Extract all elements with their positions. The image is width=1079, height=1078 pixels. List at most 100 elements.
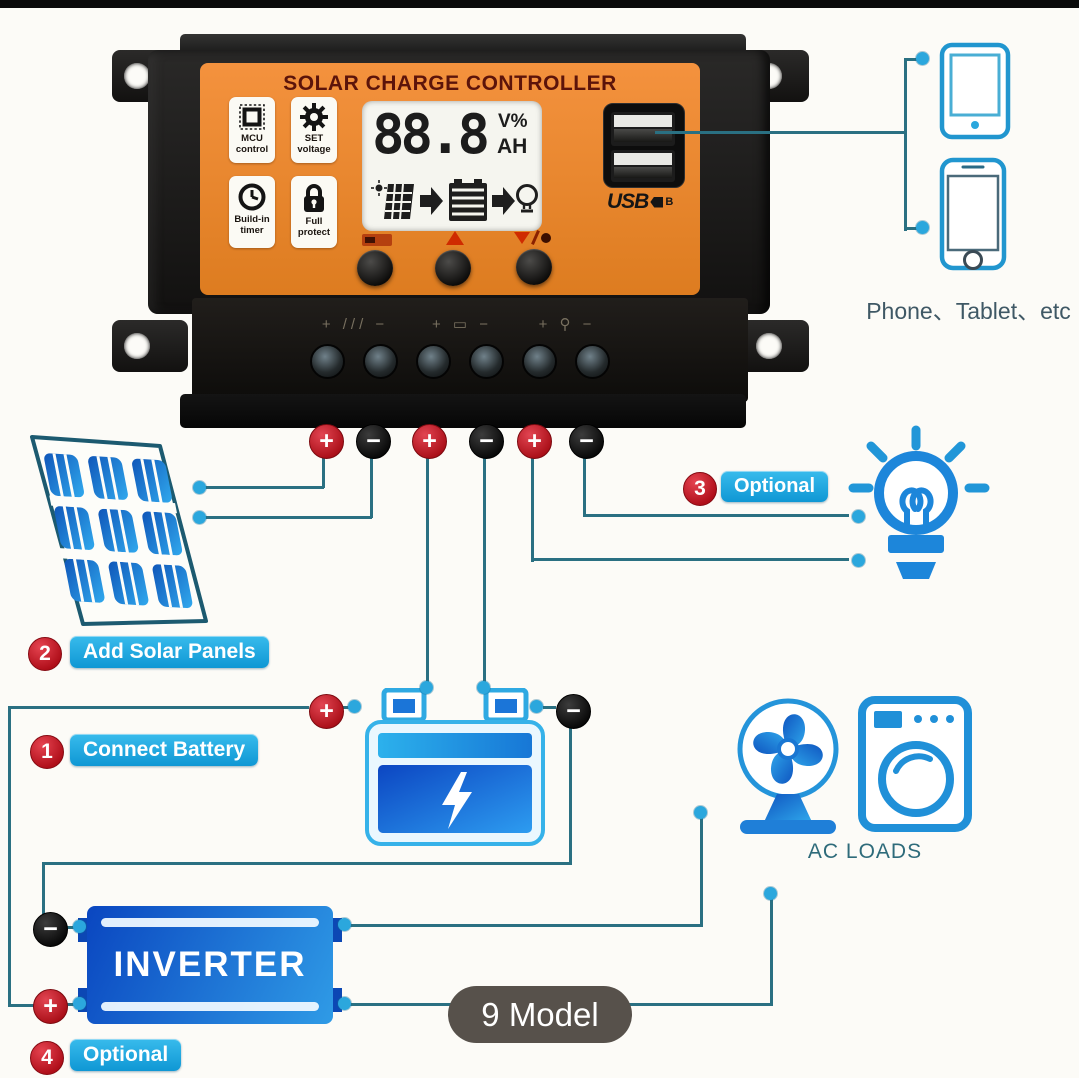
wire-solar-positive — [322, 457, 325, 488]
lcd-unit-top: V% — [498, 111, 528, 132]
marking-battery: + ▭ − — [431, 316, 493, 333]
node-dot — [73, 997, 86, 1010]
battery-cable-negative: − — [556, 694, 591, 729]
step-number-4: 4 — [30, 1041, 64, 1075]
screw-terminal[interactable] — [522, 344, 557, 379]
wire-inverter-ac-output — [339, 924, 703, 927]
node-dot — [530, 700, 543, 713]
inverter-tab — [332, 988, 342, 1012]
down-switch-indicator-icon — [514, 230, 554, 246]
arrow-right-icon — [420, 187, 443, 215]
usb-logo-suffix: B — [665, 196, 674, 208]
wire-battery-negative — [483, 457, 486, 687]
wire-battery-positive — [426, 457, 429, 687]
step-label-text: Add Solar Panels — [83, 640, 256, 663]
inverter-negative-terminal: − — [33, 912, 68, 947]
terminal-solar-positive: + — [309, 424, 344, 459]
screw-terminal[interactable] — [469, 344, 504, 379]
minus-sign: − — [566, 697, 581, 725]
screw-terminal[interactable] — [363, 344, 398, 379]
up-indicator-icon — [446, 231, 464, 245]
model-badge: 9 Model — [448, 986, 632, 1043]
minus-sign: − — [366, 427, 381, 455]
step-label-text: Optional — [734, 475, 816, 497]
terminal-battery-positive: + — [412, 424, 447, 459]
wire-battery-to-inverter-positive — [8, 706, 11, 1007]
marking-solar: + /// − — [321, 316, 389, 333]
lcd-display: 88.8 V% AH — [362, 101, 542, 231]
node-dot — [764, 887, 777, 900]
mount-hole — [756, 333, 782, 359]
node-dot — [73, 920, 86, 933]
step-number-text: 1 — [41, 740, 53, 763]
usb-logo: USB B — [607, 190, 673, 214]
wire-battery-to-inverter-negative — [42, 862, 45, 914]
light-bulb-illustration — [848, 425, 990, 579]
chip-icon — [239, 104, 265, 130]
node-dot — [916, 221, 929, 234]
node-dot — [420, 681, 433, 694]
feature-label: SET voltage — [297, 133, 331, 155]
inverter-label: INVERTER — [113, 945, 307, 984]
wire-battery-to-inverter-positive — [8, 706, 309, 709]
wire-load-negative — [583, 457, 586, 516]
node-dot — [338, 997, 351, 1010]
plus-sign: + — [422, 427, 437, 455]
terminal-load-positive: + — [517, 424, 552, 459]
node-dot — [193, 511, 206, 524]
step-number-text: 2 — [39, 642, 51, 665]
screw-terminal[interactable] — [310, 344, 345, 379]
feature-full-protect: Full protect — [291, 176, 337, 248]
step-number-text: 4 — [41, 1046, 53, 1069]
screw-terminal[interactable] — [416, 344, 451, 379]
node-dot — [338, 918, 351, 931]
usb-port[interactable] — [611, 112, 675, 146]
plus-sign: + — [319, 697, 334, 725]
plus-sign: + — [43, 992, 58, 1020]
bulb-icon — [516, 184, 538, 213]
inverter-stripe — [101, 1002, 319, 1011]
lcd-value: 88.8 — [372, 103, 490, 166]
wire-solar-negative — [203, 516, 372, 519]
step-label-add-solar-panels: Add Solar Panels — [70, 636, 269, 668]
left-button[interactable] — [357, 250, 393, 286]
back-indicator-icon — [362, 234, 392, 246]
minus-sign: − — [43, 915, 58, 943]
arrow-right-icon — [492, 187, 515, 215]
feature-mcu-control: MCU control — [229, 97, 275, 163]
node-dot — [852, 510, 865, 523]
wire-inverter-ac-output — [700, 813, 703, 927]
terminal-solar-negative: − — [356, 424, 391, 459]
usb-ports[interactable] — [603, 103, 685, 188]
tablet-icon — [939, 42, 1011, 140]
node-dot — [348, 700, 361, 713]
screw-terminal[interactable] — [575, 344, 610, 379]
usb-port[interactable] — [611, 150, 675, 182]
plug-icon — [650, 196, 664, 208]
middle-button[interactable] — [435, 250, 471, 286]
top-strip — [0, 0, 1079, 8]
wire-battery-stub — [543, 706, 556, 709]
clock-icon — [238, 183, 266, 211]
wire-inverter-ac-output — [770, 894, 773, 1006]
battery-icon — [449, 179, 487, 221]
feature-label: Build-in timer — [234, 214, 270, 236]
model-badge-text: 9 Model — [481, 995, 599, 1033]
plus-sign: + — [527, 427, 542, 455]
lightning-icon — [442, 772, 472, 829]
wire-usb — [904, 58, 920, 61]
wire-usb — [904, 227, 920, 230]
feature-set-voltage: SET voltage — [291, 97, 337, 163]
bottom-flange — [180, 394, 746, 428]
bulb-filament — [899, 487, 934, 527]
wire-battery-to-inverter-negative — [42, 862, 572, 865]
wire-load-positive — [531, 457, 534, 562]
node-dot — [477, 681, 490, 694]
node-dot — [694, 806, 707, 819]
right-button[interactable] — [516, 249, 552, 285]
step-label-text: Connect Battery — [83, 738, 246, 761]
inverter-tab — [332, 918, 342, 942]
inverter-illustration: INVERTER — [87, 906, 333, 1024]
mount-hole — [124, 63, 150, 89]
